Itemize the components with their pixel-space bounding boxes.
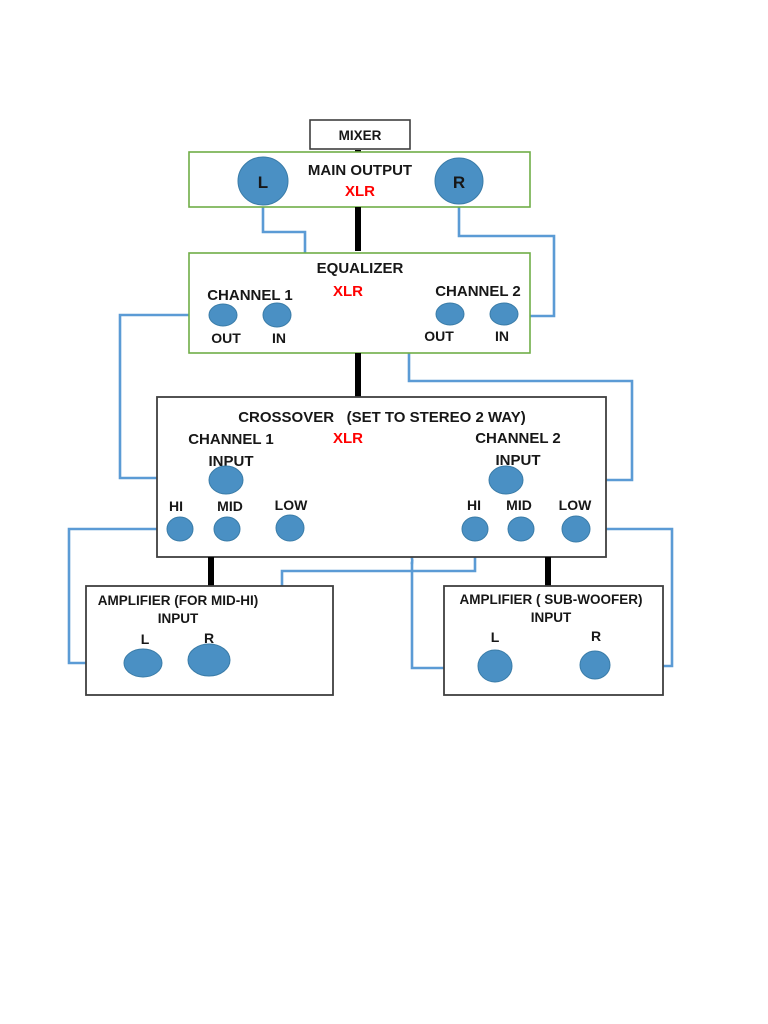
mixer-jack-r[interactable]: R <box>434 157 484 205</box>
amp-sub-jack-r[interactable] <box>579 650 611 680</box>
eq-ch2-in-label: IN <box>495 328 509 344</box>
xo-ch2-hi-jack[interactable] <box>461 516 489 542</box>
crossover-title: CROSSOVER (SET TO STEREO 2 WAY) <box>238 409 526 426</box>
main-output-title: MAIN OUTPUT <box>308 162 412 179</box>
xo-ch1-mid-jack[interactable] <box>213 516 241 542</box>
xo-ch1-low-jack[interactable] <box>275 514 305 542</box>
xo-ch1-hi-jack[interactable] <box>166 516 194 542</box>
xo-ch2-mid-jack[interactable] <box>507 516 535 542</box>
eq-ch2-out-label: OUT <box>424 328 454 344</box>
crossover-channel-1-label: CHANNEL 1 <box>188 431 274 448</box>
mixer-jack-l[interactable]: L <box>237 156 289 206</box>
amp-mid-hi-input-label: INPUT <box>158 611 199 626</box>
equalizer-panel[interactable]: EQUALIZER XLR CHANNEL 1 CHANNEL 2 <box>188 252 531 354</box>
mixer-title-label: MIXER <box>339 128 382 143</box>
xo-ch2-mid-label: MID <box>506 497 532 513</box>
amp-sub-title: AMPLIFIER ( SUB-WOOFER) <box>460 592 643 607</box>
link-crossover-to-amp-mid-hi <box>208 557 214 587</box>
equalizer-title: EQUALIZER <box>317 260 404 277</box>
xo-ch2-low-label: LOW <box>559 497 592 513</box>
amp-mid-hi-jack-l-label: L <box>141 631 150 647</box>
crossover-channel-1-input-label: INPUT <box>209 453 254 470</box>
amp-sub-jack-r-label: R <box>591 628 601 644</box>
xo-ch1-input-jack[interactable] <box>208 465 244 495</box>
amplifier-mid-hi-panel[interactable]: AMPLIFIER (FOR MID-HI) INPUT L R <box>85 585 334 696</box>
amp-mid-hi-title: AMPLIFIER (FOR MID-HI) <box>98 593 258 608</box>
link-main-output-to-equalizer <box>355 207 361 251</box>
xo-ch2-hi-label: HI <box>467 497 481 513</box>
equalizer-channel-1-label: CHANNEL 1 <box>207 287 293 304</box>
eq-ch1-in-jack[interactable] <box>262 302 292 328</box>
amp-mid-hi-jack-r[interactable] <box>187 643 231 677</box>
xo-ch1-hi-label: HI <box>169 498 183 514</box>
crossover-channel-2-input-label: INPUT <box>496 452 541 469</box>
eq-ch2-in-jack[interactable] <box>489 302 519 326</box>
xo-ch2-input-jack[interactable] <box>488 465 524 495</box>
link-crossover-to-amp-sub <box>545 557 551 587</box>
amp-sub-jack-l-label: L <box>491 629 500 645</box>
amp-sub-jack-l[interactable] <box>477 649 513 683</box>
mixer-jack-r-label: R <box>453 173 465 192</box>
eq-ch1-in-label: IN <box>272 330 286 346</box>
amp-mid-hi-jack-r-label: R <box>204 630 214 646</box>
main-output-connector-type: XLR <box>345 183 375 200</box>
eq-ch1-out-label: OUT <box>211 330 241 346</box>
xo-ch2-low-jack[interactable] <box>561 515 591 543</box>
amp-mid-hi-jack-l[interactable] <box>123 648 163 678</box>
crossover-channel-2-label: CHANNEL 2 <box>475 430 561 447</box>
amp-sub-input-label: INPUT <box>531 610 572 625</box>
amplifier-sub-woofer-panel[interactable]: AMPLIFIER ( SUB-WOOFER) INPUT L R <box>443 585 664 696</box>
eq-ch1-out-jack[interactable] <box>208 303 238 327</box>
eq-ch2-out-jack[interactable] <box>435 302 465 326</box>
xo-ch1-low-label: LOW <box>275 497 308 513</box>
mixer-title-box[interactable]: MIXER <box>309 119 411 150</box>
mixer-jack-l-label: L <box>258 173 268 192</box>
crossover-connector-type: XLR <box>333 430 363 447</box>
equalizer-connector-type: XLR <box>333 283 363 300</box>
cable-mixer-r-to-eq-ch2-in <box>457 198 556 318</box>
link-equalizer-to-crossover <box>355 353 361 397</box>
equalizer-channel-2-label: CHANNEL 2 <box>435 283 521 300</box>
xo-ch1-mid-label: MID <box>217 498 243 514</box>
